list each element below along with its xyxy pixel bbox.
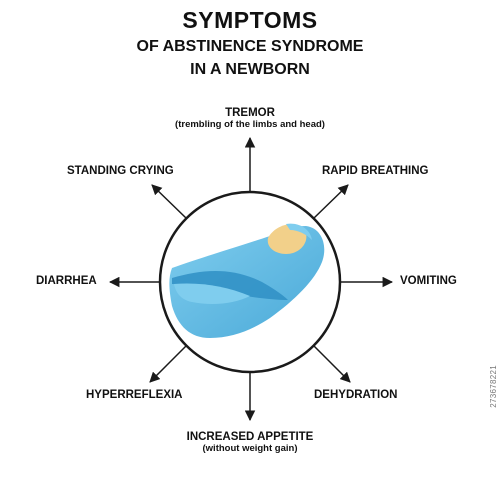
stock-id: 273678221 bbox=[489, 365, 498, 408]
symptom-vomiting: VOMITING bbox=[400, 275, 457, 287]
symptom-increased-appetite-note: (without weight gain) bbox=[202, 443, 298, 455]
symptom-increased-appetite-label: INCREASED APPETITE bbox=[186, 431, 314, 443]
title-line-3: IN A NEWBORN bbox=[190, 61, 310, 78]
arrow-down-left bbox=[149, 345, 187, 383]
symptom-rapid-breathing: RAPID BREATHING bbox=[322, 165, 429, 177]
arrow-down-right bbox=[313, 345, 351, 383]
swaddled-newborn-icon bbox=[169, 223, 325, 338]
arrows bbox=[108, 136, 394, 422]
title-line-2: OF ABSTINENCE SYNDROME bbox=[136, 38, 364, 55]
title-line-1: SYMPTOMS bbox=[182, 7, 318, 33]
arrow-up-left bbox=[151, 184, 187, 219]
symptom-diarrhea: DIARRHEA bbox=[36, 275, 97, 287]
arrow-up-right bbox=[313, 184, 349, 219]
symptom-increased-appetite: INCREASED APPETITE (without weight gain) bbox=[130, 431, 370, 455]
symptom-dehydration: DEHYDRATION bbox=[314, 389, 398, 401]
symptom-tremor-label: TREMOR bbox=[225, 107, 275, 119]
symptom-tremor: TREMOR (trembling of the limbs and head) bbox=[150, 107, 350, 131]
symptom-tremor-note: (trembling of the limbs and head) bbox=[175, 119, 325, 131]
symptom-hyperreflexia: HYPERREFLEXIA bbox=[86, 389, 183, 401]
symptom-standing-crying: STANDING CRYING bbox=[67, 165, 174, 177]
